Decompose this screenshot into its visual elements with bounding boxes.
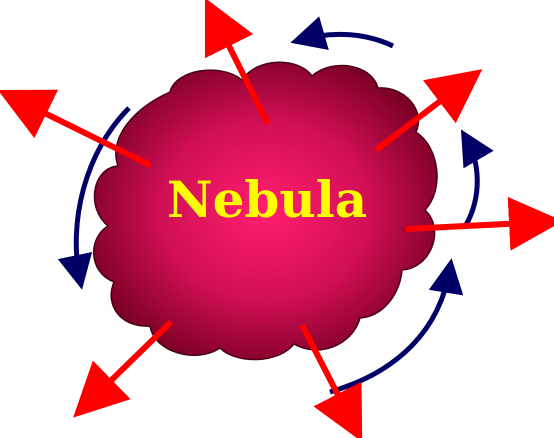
- outward-arrow-right: [405, 196, 554, 251]
- outward-arrow-lower-left: [73, 319, 174, 418]
- nebula-cloud: [93, 61, 438, 361]
- rotation-arrow-left: [57, 106, 131, 290]
- outward-arrow-upper-left: [0, 89, 152, 168]
- outward-arrow-bottom: [299, 323, 363, 438]
- outward-arrow-top: [204, 0, 271, 126]
- outward-arrow-upper-right: [374, 69, 483, 153]
- rotation-arrow-right: [460, 129, 494, 227]
- nebula-label: Nebula: [167, 170, 367, 229]
- rotation-arrow-top: [290, 16, 395, 50]
